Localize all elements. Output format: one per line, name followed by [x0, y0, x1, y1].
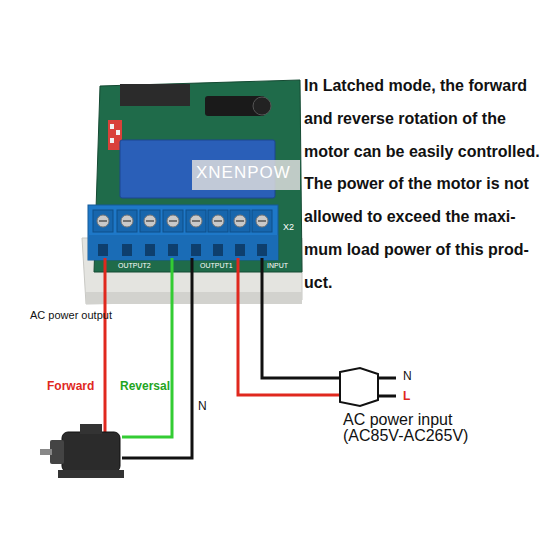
motor — [40, 424, 124, 478]
terminal-front — [88, 235, 278, 260]
board-label: X2 — [283, 222, 294, 232]
reversal-wire — [122, 258, 172, 437]
input-label: AC power input (AC85V-AC265V) — [343, 412, 493, 444]
capacitor — [253, 97, 271, 115]
base-edge — [86, 292, 302, 304]
motor-neutral-wire — [122, 258, 192, 458]
wire-label: Reversal — [120, 380, 170, 394]
board-label: INPUT — [267, 262, 288, 270]
wire-label: Forward — [47, 380, 94, 394]
board-label: OUTPUT2 — [118, 262, 151, 270]
pin-label: N — [403, 370, 412, 384]
board-label: OUTPUT1 — [200, 262, 233, 270]
watermark-patch — [192, 160, 300, 190]
ac-plug — [340, 368, 396, 406]
terminal-block — [88, 205, 278, 260]
connector-module — [120, 84, 190, 106]
watermark: XNENPOW — [196, 163, 291, 183]
forward-wire — [104, 258, 107, 436]
pin-label: L — [403, 390, 410, 404]
terminal-screws — [93, 210, 272, 256]
output-label: AC power output — [30, 309, 112, 322]
wire-label: N — [198, 400, 207, 414]
note-text: In Latched mode, the forward and reverse… — [304, 70, 546, 300]
